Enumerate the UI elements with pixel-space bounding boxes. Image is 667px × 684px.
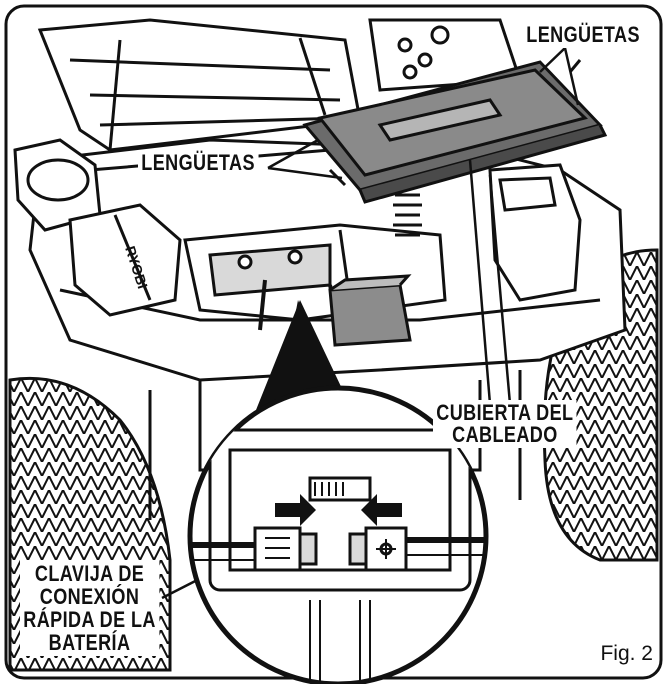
label-battery-plug-line1: CLAVIJA DE [34,561,145,586]
label-battery-plug-line2: CONEXIÓN [39,584,140,610]
spring [393,193,422,237]
seat-back [37,18,362,152]
push-arrows [275,494,402,526]
detail-circle [187,385,489,684]
label-battery-plug-line4: BATERÍA [48,630,131,656]
cup-holder [13,138,102,232]
label-battery-plug-line3: RÁPIDA DE LA [23,607,156,633]
magnifier-pointer [256,300,345,410]
battery-pack [328,274,412,347]
label-tabs-middle: LENGÜETAS [138,150,259,176]
label-battery-plug: CLAVIJA DE CONEXIÓN RÁPIDA DE LA BATERÍA [20,560,160,657]
wiring-cover [302,59,608,204]
left-armrest: RYOBI [68,203,182,317]
label-wiring-cover-line2: CABLEADO [452,422,558,447]
label-wiring-cover: CUBIERTA DEL CABLEADO [433,400,577,448]
label-tabs-top: LENGÜETAS [523,22,644,48]
figure-number: Fig. 2 [600,642,653,665]
label-wiring-cover-line1: CUBIERTA DEL [436,400,574,425]
right-armrest [488,163,582,302]
